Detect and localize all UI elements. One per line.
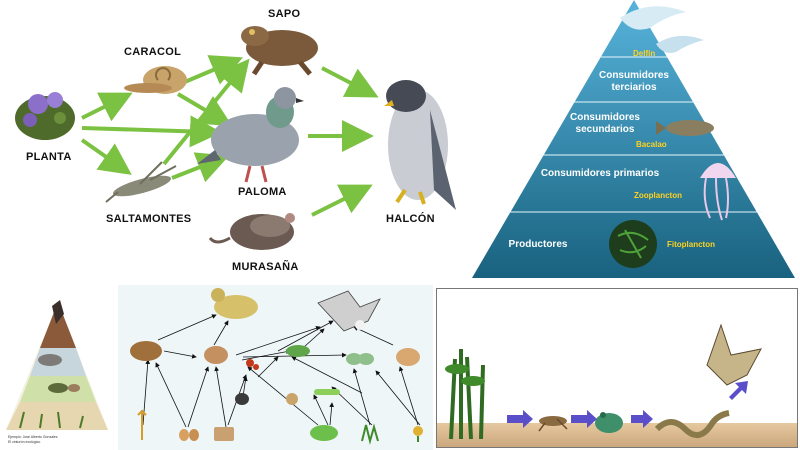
snake-icon [654,410,730,438]
small-pyramid: Ejemplo: José Alberto Gonzalez El cintur… [0,298,118,450]
plant-icon [15,92,75,140]
grain-icon [137,409,147,440]
species-delfin: Delfín [633,49,655,58]
label-halcon: HALCÓN [386,212,435,225]
ant-icon [246,359,259,370]
credit-line-1: Ejemplo: José Alberto Gonzalez [8,435,58,439]
bread-icon [214,427,234,441]
grasshopper-icon [105,161,177,203]
dolphin-icon [620,6,704,53]
hawk-icon [706,323,762,386]
corn-plant-icon [445,349,485,440]
food-web-bottom [118,285,433,450]
bird-icon [48,383,68,393]
label-caracol: CARACOL [124,46,181,58]
eagle-icon [52,300,64,324]
label-paloma: PALOMA [238,186,287,198]
falcon-icon [384,80,456,210]
eagle-icon [317,290,381,332]
label-sapo: SAPO [268,8,301,20]
species-zooplancton: Zooplancton [634,191,682,200]
cat-icon [38,354,62,366]
cod-icon [656,120,714,136]
rabbit-icon [396,348,420,366]
species-bacalao: Bacalao [636,140,667,149]
caterpillar-icon [314,389,340,395]
species-fitoplancton: Fitoplancton [667,240,715,249]
food-web-arrows [80,55,379,217]
pigeon-icon [197,87,304,183]
snail-icon [286,393,298,405]
snail-icon [124,66,187,94]
rabbit-icon [68,384,80,392]
pyramid-shape [472,0,795,278]
frog-icon [595,412,623,433]
mouse-icon [204,346,228,364]
grasshopper-icon [538,416,568,432]
food-web-top: PLANTA CARACOL SAPO SALTAMONTES PALOMA M… [0,0,470,280]
credit-line-2: El cinturón ecológico [8,440,40,444]
label-planta: PLANTA [26,151,72,163]
butterfly-icon [346,353,374,365]
plant-icon [19,411,84,429]
jellyfish-icon [700,163,736,221]
grass-icon [361,423,379,445]
beaver-icon [130,341,162,361]
food-web-bottom-arrows [142,314,421,428]
seeds-icon [179,429,199,441]
lynx-icon [211,288,258,319]
phytoplankton-icon [609,220,657,268]
label-saltamontes: SALTAMONTES [106,213,191,225]
tier-productores: Productores [509,239,568,250]
food-chain-strip [436,288,798,448]
toad-icon [241,26,318,76]
lettuce-icon [310,425,338,441]
shrew-icon [208,213,295,250]
flower-icon [413,426,423,442]
beetle-icon [235,393,249,405]
label-murasana: MURASAÑA [232,260,299,273]
leaf-insect-icon [286,345,310,357]
chain-arrows [507,381,748,428]
tier-primarios: Consumidores primarios [541,168,660,179]
